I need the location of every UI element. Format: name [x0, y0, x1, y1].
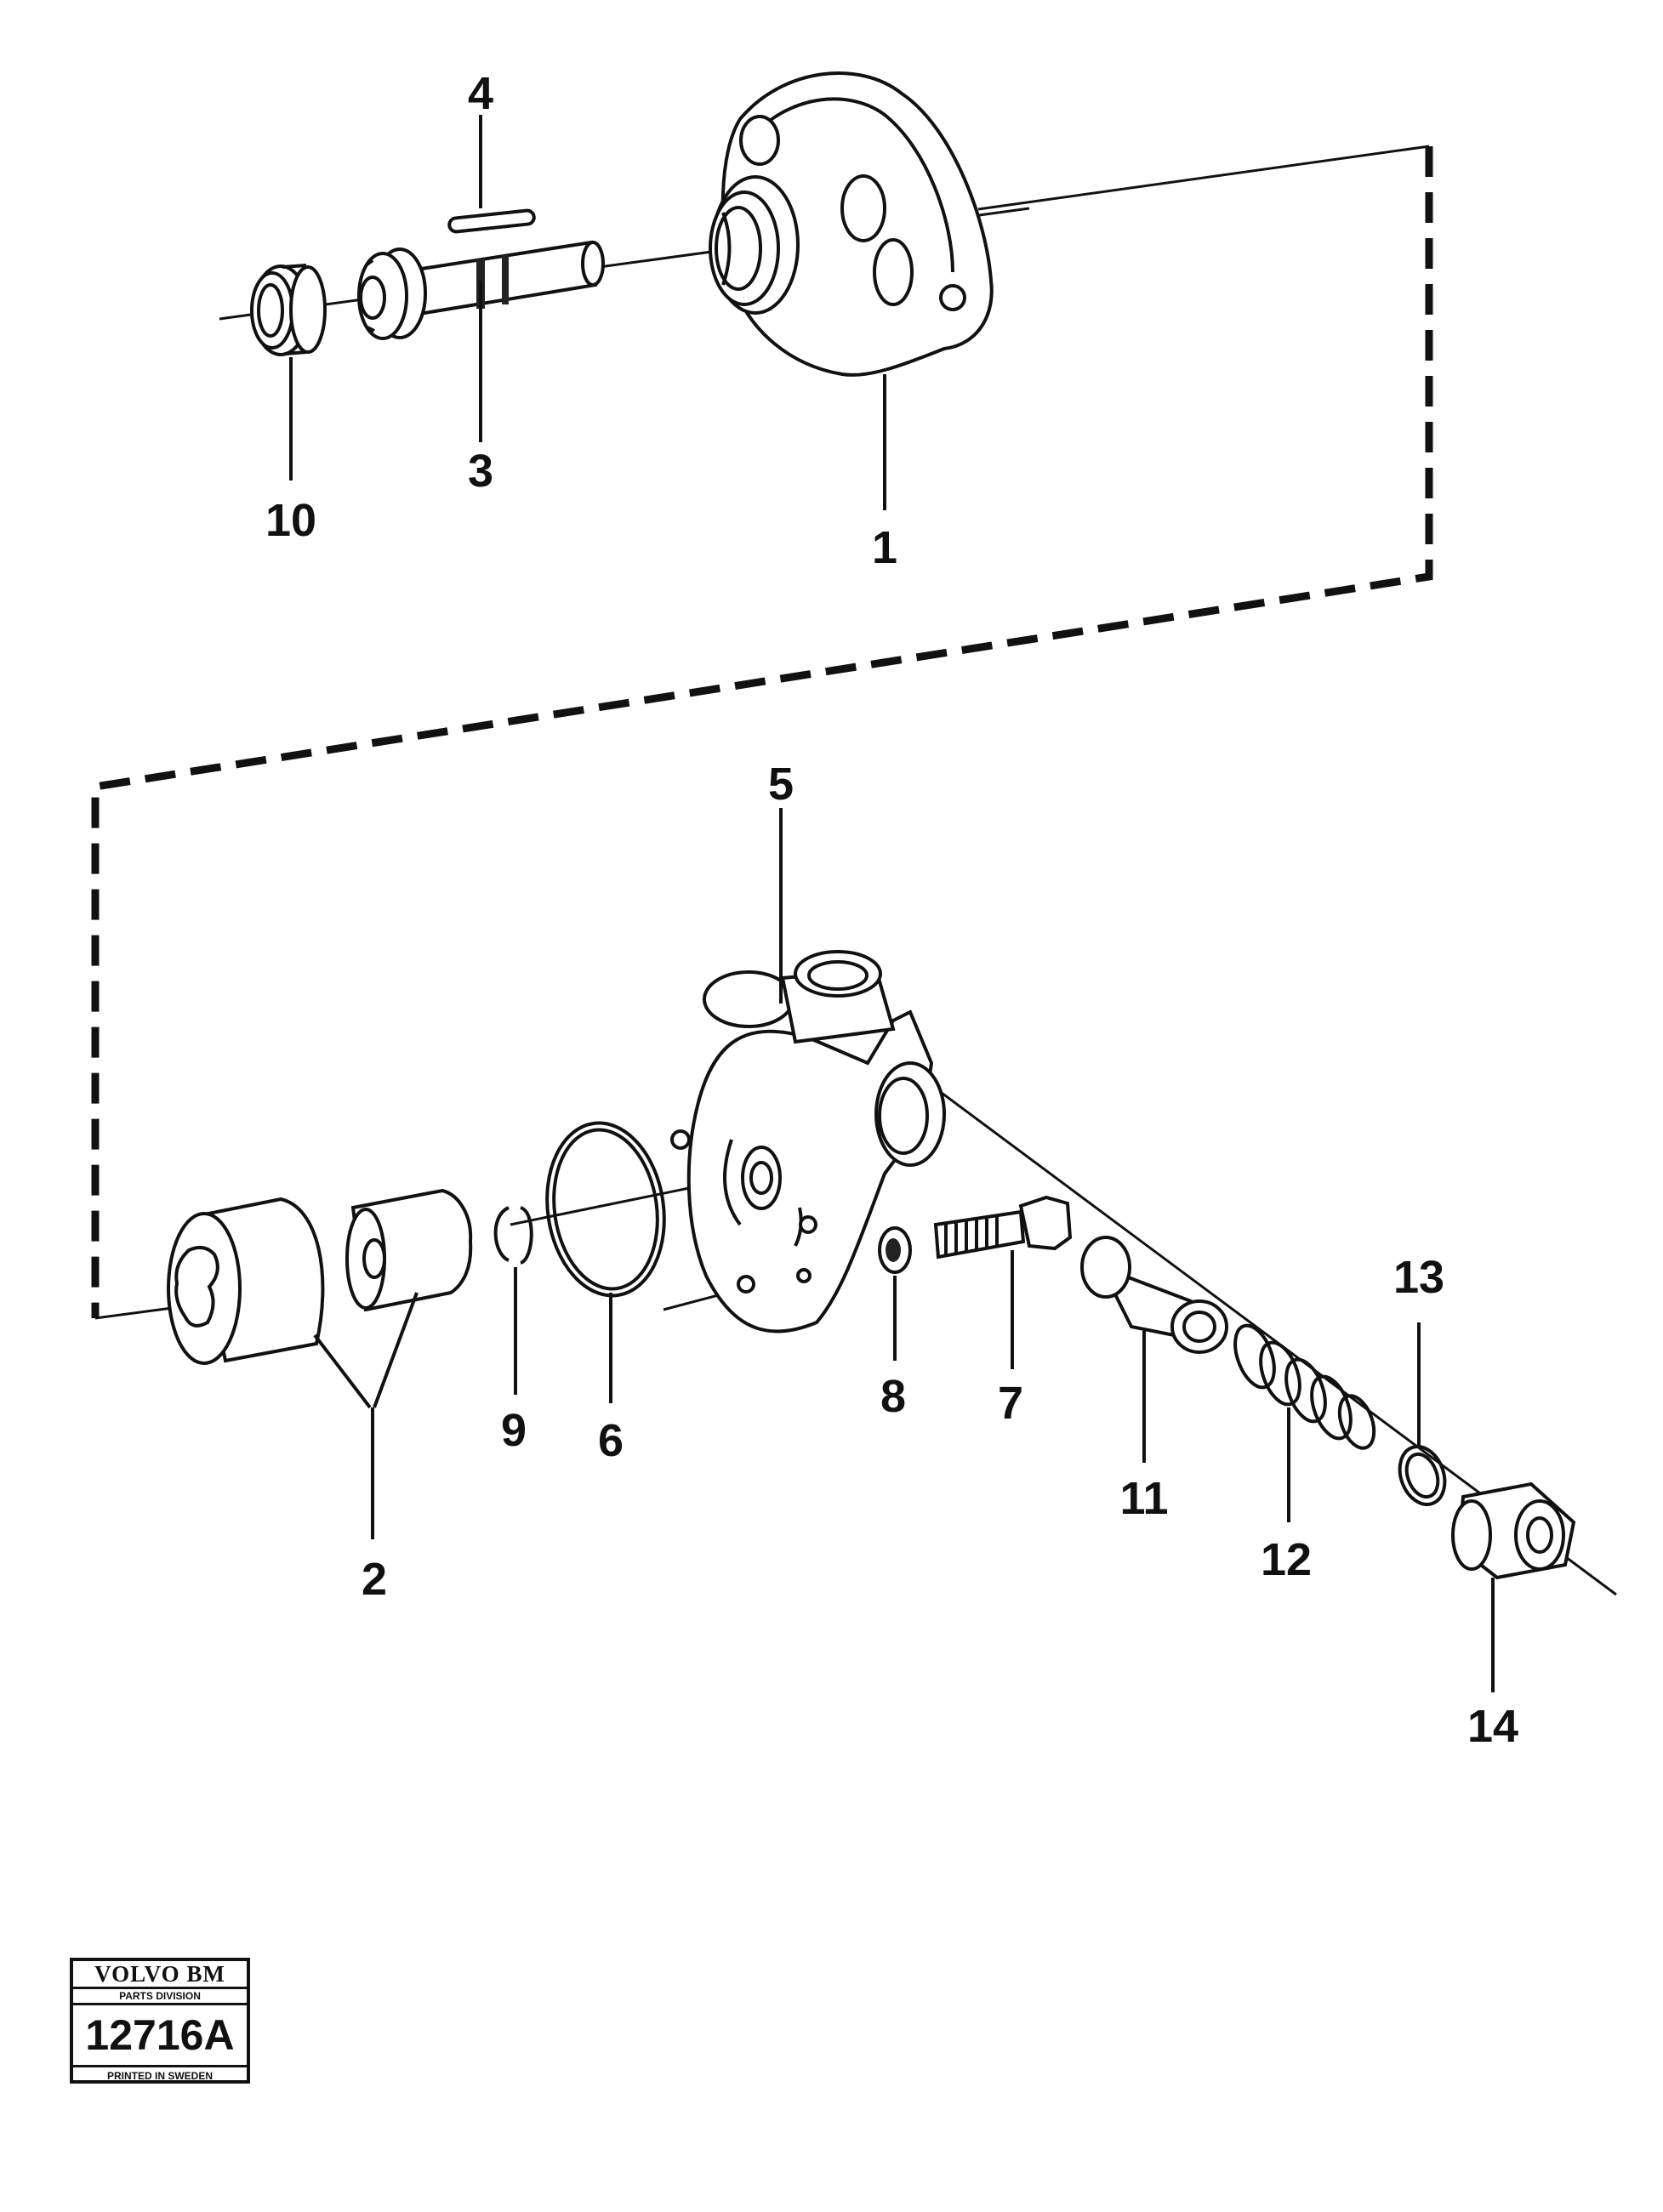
- callout-13: 13: [1393, 1252, 1444, 1303]
- callout-5: 5: [768, 759, 794, 810]
- callout-6: 6: [598, 1415, 624, 1466]
- part-14-plug: [1451, 1481, 1576, 1692]
- assembly-connector-dashed-line: [91, 146, 1433, 1318]
- callout-2: 2: [362, 1554, 387, 1605]
- part-9-snap-ring: [493, 1206, 533, 1395]
- part-7-screw: [933, 1195, 1073, 1369]
- part-4-key: [447, 208, 536, 234]
- callout-7: 7: [998, 1378, 1023, 1429]
- callout-3: 3: [468, 446, 493, 497]
- callout-11: 11: [1119, 1473, 1168, 1524]
- part-1-housing-cover: [709, 71, 994, 377]
- part-10-seal: [250, 264, 327, 356]
- callout-9: 9: [501, 1405, 527, 1456]
- callout-10: 10: [265, 495, 316, 546]
- plate-brand: VOLVO BM: [73, 1961, 247, 1989]
- plate-division: PARTS DIVISION: [73, 1989, 247, 2005]
- part-2-rotor-set: [167, 1188, 473, 1539]
- callout-14: 14: [1467, 1701, 1518, 1752]
- callout-4: 4: [468, 68, 493, 119]
- callout-1: 1: [872, 522, 897, 573]
- callout-12: 12: [1261, 1534, 1312, 1585]
- part-11-valve-piston: [1080, 1236, 1228, 1463]
- callout-8: 8: [880, 1371, 906, 1422]
- part-5-pump-body: [670, 950, 946, 1333]
- parts-catalog-plate: VOLVO BM PARTS DIVISION 12716A PRINTED I…: [70, 1958, 250, 2084]
- part-3-drive-shaft: [357, 240, 605, 340]
- part-6-o-ring: [545, 1121, 666, 1403]
- plate-printed-note: PRINTED IN SWEDEN: [106, 2070, 213, 2082]
- part-12-spring: [1233, 1323, 1376, 1522]
- plate-illustration-number: 12716A: [73, 2005, 247, 2067]
- part-8-washer: [878, 1226, 912, 1361]
- lower-axis-line: [510, 1185, 698, 1226]
- upper-axis-line-right: [977, 145, 1430, 211]
- part-13-washer: [1398, 1322, 1447, 1506]
